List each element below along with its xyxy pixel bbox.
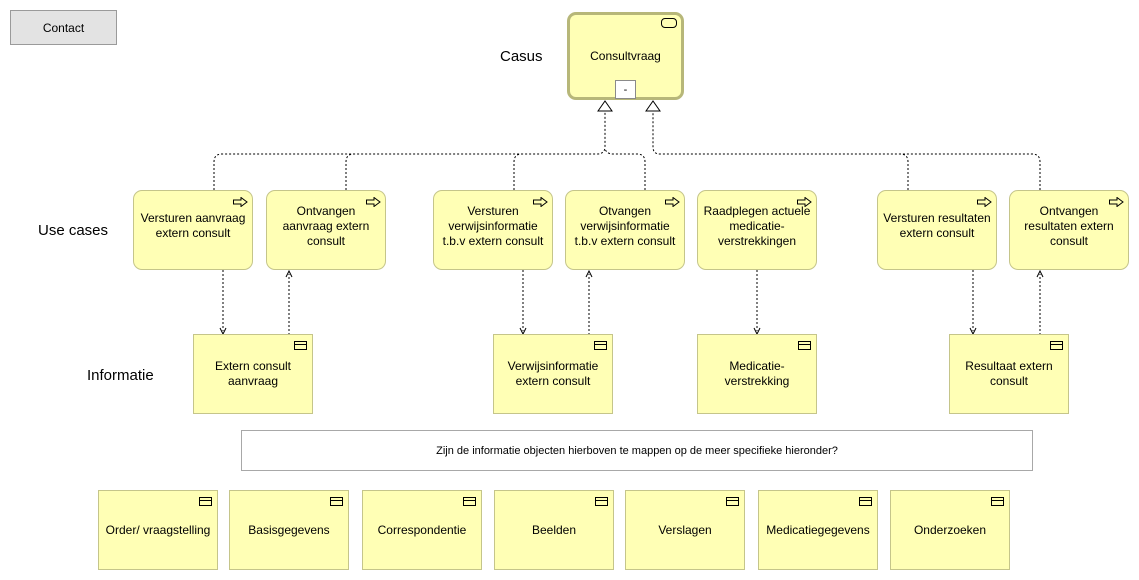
- object-label: Verslagen: [658, 522, 712, 537]
- casus-consultvraag[interactable]: Consultvraag -: [567, 12, 684, 100]
- business-event-icon: [661, 18, 677, 28]
- casus-label: Consultvraag: [590, 49, 661, 63]
- use-case-versturen-resultaten[interactable]: Versturen resultaten extern consult: [877, 190, 997, 270]
- use-case-versturen-aanvraag[interactable]: Versturen aanvraag extern consult: [133, 190, 253, 270]
- object-label: Beelden: [531, 522, 577, 537]
- object-label: Correspondentie: [377, 522, 467, 537]
- object-order-vraagstelling[interactable]: Order/ vraagstelling: [98, 490, 218, 570]
- process-arrow-icon: [977, 197, 992, 207]
- object-label: Basisgegevens: [248, 522, 330, 537]
- info-resultaat-extern-consult[interactable]: Resultaat extern consult: [949, 334, 1069, 414]
- info-verwijsinformatie[interactable]: Verwijsinformatie extern consult: [493, 334, 613, 414]
- info-extern-consult-aanvraag[interactable]: Extern consult aanvraag: [193, 334, 313, 414]
- object-label: Medicatiegegevens: [766, 522, 870, 537]
- business-object-icon: [991, 497, 1004, 506]
- business-object-icon: [294, 341, 307, 350]
- collapse-toggle[interactable]: -: [615, 80, 636, 99]
- use-case-raadplegen-medicatie[interactable]: Raadplegen actuele medicatie-verstrekkin…: [697, 190, 817, 270]
- use-case-label: Versturen aanvraag extern consult: [140, 211, 246, 240]
- use-case-label: Versturen resultaten extern consult: [883, 211, 991, 240]
- object-verslagen[interactable]: Verslagen: [625, 490, 745, 570]
- use-case-label: Raadplegen actuele medicatie-verstrekkin…: [703, 203, 811, 248]
- object-label: Onderzoeken: [913, 522, 987, 537]
- info-label: Verwijsinformatie extern consult: [507, 359, 599, 388]
- object-label: Order/ vraagstelling: [105, 522, 211, 537]
- info-medicatie-verstrekking[interactable]: Medicatie-verstrekking: [697, 334, 817, 414]
- object-beelden[interactable]: Beelden: [494, 490, 614, 570]
- use-case-label: Versturen verwijsinformatie t.b.v extern…: [442, 203, 544, 248]
- use-case-ontvangen-resultaten[interactable]: Ontvangen resultaten extern consult: [1009, 190, 1129, 270]
- row-label-casus: Casus: [500, 48, 543, 65]
- business-object-icon: [463, 497, 476, 506]
- business-object-icon: [595, 497, 608, 506]
- object-medicatiegegevens[interactable]: Medicatiegegevens: [758, 490, 878, 570]
- object-correspondentie[interactable]: Correspondentie: [362, 490, 482, 570]
- object-onderzoeken[interactable]: Onderzoeken: [890, 490, 1010, 570]
- info-label: Extern consult aanvraag: [214, 359, 292, 388]
- use-case-versturen-verwijsinformatie[interactable]: Versturen verwijsinformatie t.b.v extern…: [433, 190, 553, 270]
- use-case-label: Ontvangen aanvraag extern consult: [282, 203, 370, 248]
- business-object-icon: [798, 341, 811, 350]
- process-arrow-icon: [233, 197, 248, 207]
- use-case-ontvangen-aanvraag[interactable]: Ontvangen aanvraag extern consult: [266, 190, 386, 270]
- question-note: Zijn de informatie objecten hierboven te…: [241, 430, 1033, 471]
- process-arrow-icon: [366, 197, 381, 207]
- use-case-label: Otvangen verwijsinformatie t.b.v extern …: [574, 203, 676, 248]
- business-object-icon: [859, 497, 872, 506]
- use-case-label: Ontvangen resultaten extern consult: [1024, 203, 1114, 248]
- info-label: Medicatie-verstrekking: [724, 359, 790, 388]
- row-label-informatie: Informatie: [87, 367, 154, 384]
- contact-button[interactable]: Contact: [10, 10, 117, 45]
- business-object-icon: [199, 497, 212, 506]
- row-label-use-cases: Use cases: [38, 222, 109, 239]
- object-basisgegevens[interactable]: Basisgegevens: [229, 490, 349, 570]
- business-object-icon: [594, 341, 607, 350]
- info-label: Resultaat extern consult: [965, 359, 1053, 388]
- process-arrow-icon: [665, 197, 680, 207]
- business-object-icon: [330, 497, 343, 506]
- process-arrow-icon: [533, 197, 548, 207]
- process-arrow-icon: [797, 197, 812, 207]
- use-case-otvangen-verwijsinformatie[interactable]: Otvangen verwijsinformatie t.b.v extern …: [565, 190, 685, 270]
- process-arrow-icon: [1109, 197, 1124, 207]
- business-object-icon: [726, 497, 739, 506]
- business-object-icon: [1050, 341, 1063, 350]
